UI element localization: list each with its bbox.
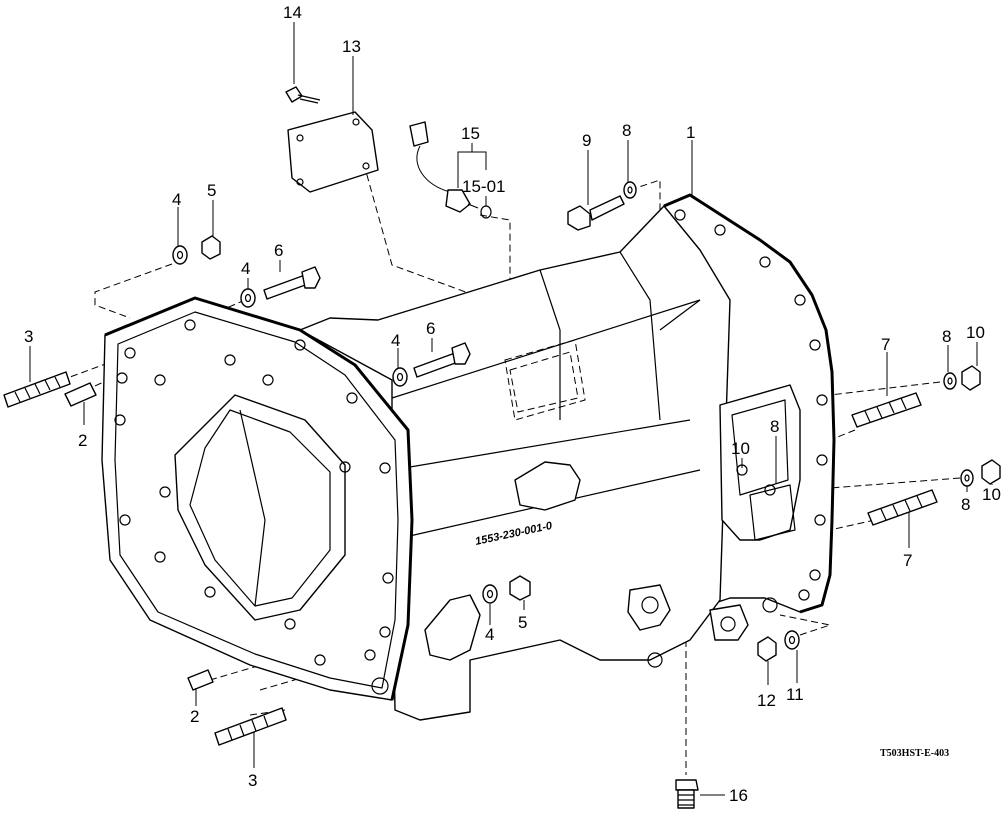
callout-7: 7	[881, 335, 890, 354]
callout-3: 3	[24, 327, 33, 346]
part-8-washer-c	[960, 469, 974, 487]
part-16-drain-plug	[675, 779, 699, 809]
part-4-washer-c	[392, 367, 408, 387]
callout-5: 5	[207, 181, 216, 200]
callout-8: 8	[622, 121, 631, 140]
callout-2: 2	[190, 707, 199, 726]
part-7-stud-a	[851, 392, 922, 428]
callout-4: 4	[241, 259, 250, 278]
part-7-stud-b	[867, 489, 938, 526]
callout-8: 8	[770, 417, 779, 436]
front-flange	[101, 296, 414, 701]
callout-2: 2	[78, 431, 87, 450]
callout-15-01: 15-01	[462, 177, 505, 196]
drawing-code: T503HST-E-403	[880, 748, 949, 759]
callout-10: 10	[982, 485, 1001, 504]
part-6-bolt-b	[413, 342, 471, 378]
part-3-stud-b	[214, 707, 287, 746]
part-5-nut-b	[509, 575, 531, 601]
callout-3: 3	[248, 771, 257, 790]
callout-10: 10	[966, 323, 985, 342]
part-4-washer-b	[240, 288, 256, 308]
part-10-nut-b	[981, 459, 1001, 485]
callout-6: 6	[274, 241, 283, 260]
part-3-stud-a	[3, 371, 71, 408]
part-2-dowel-a	[64, 382, 97, 407]
callout-8: 8	[942, 327, 951, 346]
callout-8: 8	[961, 495, 970, 514]
part-5-nut-a	[201, 235, 221, 260]
front-flange-holes	[114, 319, 394, 666]
callout-16: 16	[729, 786, 748, 805]
leader-lines	[29, 22, 993, 796]
callout-6: 6	[426, 319, 435, 338]
part-6-bolt-a	[263, 266, 321, 300]
part-4-washer-a	[172, 245, 188, 265]
callout-4: 4	[391, 331, 400, 350]
part-11-washer	[784, 630, 800, 650]
callout-labels: 1 2 2 3 3 4 4 4 4 5 5 6 6 7 7 8 8 8 8 9 …	[24, 3, 1001, 805]
part-9-bolt	[567, 195, 625, 231]
callout-4: 4	[172, 190, 181, 209]
part-13-cover-plate	[287, 111, 379, 193]
callout-5: 5	[518, 613, 527, 632]
callout-9: 9	[582, 131, 591, 150]
part-8-washer-b	[943, 372, 957, 390]
callout-14: 14	[283, 3, 302, 22]
callout-1: 1	[686, 123, 695, 142]
part-8-washer-top	[623, 181, 637, 199]
callout-15: 15	[461, 124, 480, 143]
part-10-nut-a	[961, 365, 981, 391]
callout-11: 11	[786, 685, 804, 704]
callout-12: 12	[757, 691, 776, 710]
part-12-nut	[757, 636, 777, 662]
callout-7: 7	[903, 551, 912, 570]
part-4-washer-d	[482, 584, 498, 604]
callout-4: 4	[485, 625, 494, 644]
part-14-bolt	[285, 86, 321, 104]
rear-flange-holes	[674, 209, 828, 601]
callout-13: 13	[342, 37, 361, 56]
callout-10: 10	[731, 439, 750, 458]
part-15-switch	[409, 121, 479, 213]
part-2-dowel-b	[187, 669, 214, 691]
